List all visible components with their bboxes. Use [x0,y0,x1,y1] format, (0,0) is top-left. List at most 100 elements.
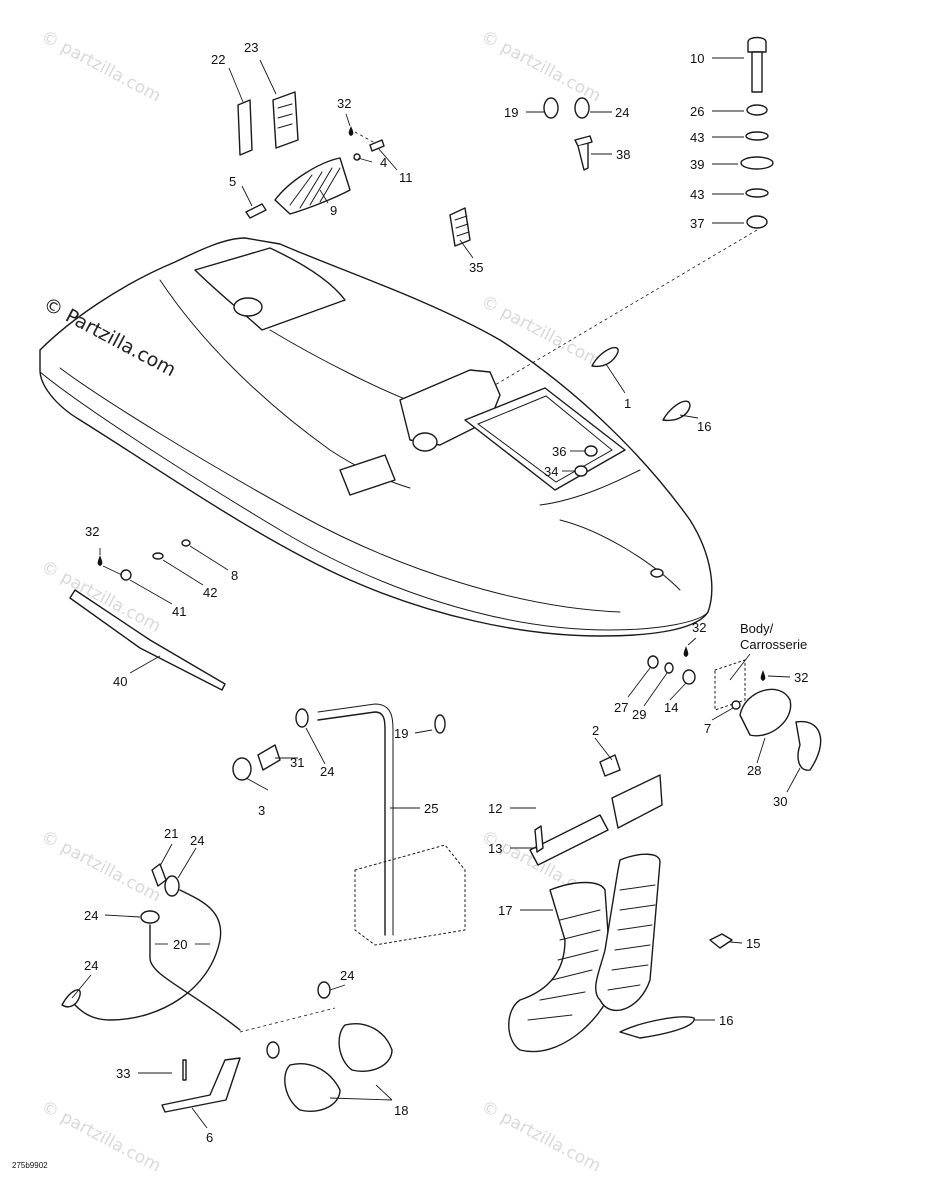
callout-28: 28 [747,763,761,778]
callout-32-right-a: 32 [692,620,706,635]
hull-bow-eye [650,568,664,578]
callout-37: 37 [690,216,704,231]
leader-line [319,189,329,204]
sealant-drop-32 [683,646,689,657]
leader-line [241,185,253,207]
clip-strip-22 [237,99,253,156]
leader-line [679,414,699,419]
callout-10: 10 [690,51,704,66]
leader-line [687,637,697,646]
screw-38-head [574,135,593,147]
callout-34: 34 [544,464,558,479]
clip-35-group [449,207,471,247]
callout-15: 15 [746,936,760,951]
clamp-24-filter-a [266,1041,280,1059]
dash-leader [494,229,758,386]
callout-29: 29 [632,707,646,722]
leader-line [259,59,277,95]
duct-hose-ribs-left [527,909,601,1021]
watermark-text: © partzilla.com [38,27,164,107]
clamp-24-left-mid [140,910,160,924]
callout-43-b: 43 [690,187,704,202]
duct-adapter-13 [529,814,609,866]
plug-27 [647,655,659,669]
fitting-31 [257,744,281,771]
nut-37 [746,215,768,229]
callout-16-bottom: 16 [719,1013,733,1028]
grommet-36 [584,445,598,457]
callout-24-left-bottom: 24 [84,958,98,973]
clamp-19-mid [434,714,446,734]
clamp-24-mid [295,708,309,728]
callout-12: 12 [488,801,502,816]
washer-39 [740,156,774,170]
body-label-line1: Body/ [740,621,774,636]
callout-33: 33 [116,1066,130,1081]
vent-hose-25 [317,711,386,936]
callout-9: 9 [330,203,337,218]
callout-26: 26 [690,104,704,119]
washer-41 [120,569,132,581]
leader-line [594,737,613,761]
rub-rail-40 [69,589,226,691]
leader-line [162,559,204,586]
body-panel-outline [714,659,746,711]
leader-line [191,1107,208,1129]
hull-storage-well [194,247,346,331]
rivet-12 [534,825,544,853]
callout-32-right-b: 32 [794,670,808,685]
watermark-text: © partzilla.com [478,1097,604,1177]
vent-grille-slats [289,167,341,209]
leader-line [711,707,734,721]
stud-10-head [747,36,767,53]
leader-line [329,984,346,991]
bracket-6 [161,1057,241,1113]
leader-line [329,1097,393,1101]
hull-front-hatch [464,387,626,491]
callout-7: 7 [704,721,711,736]
leader-line [345,113,351,127]
watermark-text: © partzilla.com [38,1097,164,1177]
drain-assembly [647,646,822,771]
vent-ducts [508,754,733,1053]
fuel-line-assembly [61,863,336,1033]
leader-line [228,67,244,103]
washer-7 [731,700,741,710]
callout-19-mid: 19 [394,726,408,741]
callout-6: 6 [206,1130,213,1145]
clip-35-ribs [454,215,470,237]
breather-assembly [232,703,446,936]
cable-tie-16-top [662,400,691,422]
callout-32: 32 [337,96,351,111]
hull-bow-stripe [559,519,681,591]
sealant-drop-32 [97,555,103,566]
clamp-24-left-bottom [61,989,81,1008]
clamp-24-top [574,97,590,119]
duct-hose-ribs-right [607,884,656,991]
leader-line [375,1084,393,1101]
leader-line [102,565,123,576]
hull-fuel-cap [233,297,263,317]
vent-hose-25-edge [317,703,394,936]
callout-18: 18 [394,1103,408,1118]
reference-code: 275b9902 [12,1161,48,1170]
body-label-line2: Carrosserie [740,637,807,652]
leader-line [357,157,373,163]
leader-line [756,737,766,764]
callout-35: 35 [469,260,483,275]
cable-ties-right [591,347,691,422]
dash-leader [239,1007,336,1033]
leader-line [377,147,398,171]
hull-bow-line [539,469,641,506]
callout-5: 5 [229,174,236,189]
cable-tie-16-bottom [619,1016,695,1039]
callout-24-top: 24 [615,105,629,120]
nut-8 [181,539,191,547]
leader-line [627,667,651,698]
hull-console-port [412,432,438,452]
callout-14: 14 [664,700,678,715]
leader-line [129,579,173,605]
sealant-drop-32 [760,670,766,681]
callout-16-top: 16 [697,419,711,434]
